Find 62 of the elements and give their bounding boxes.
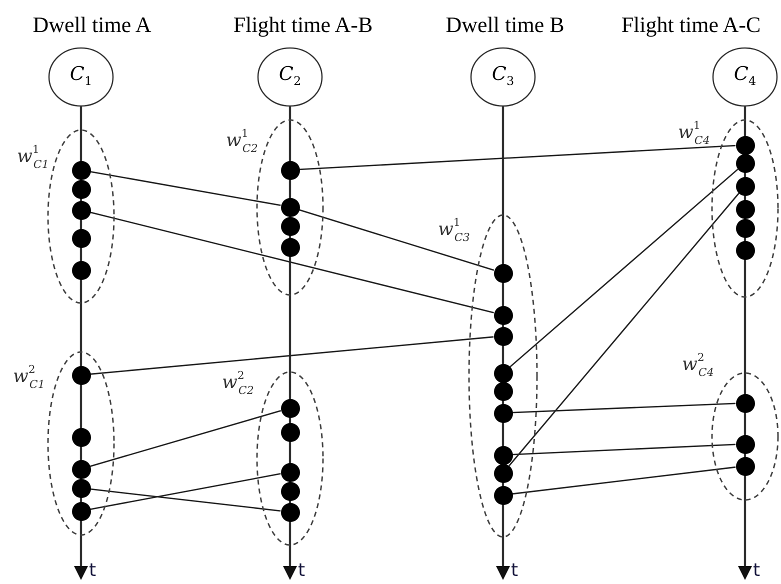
connector-line — [90, 488, 281, 512]
event-dot — [736, 456, 754, 476]
event-dot — [280, 398, 300, 418]
event-dot — [494, 446, 512, 464]
connector-line — [90, 170, 281, 206]
axis-label: t — [753, 560, 760, 581]
node-label: C$_{3}$ — [490, 63, 516, 88]
column-heading: Flight time A-B — [232, 12, 374, 38]
event-dot — [72, 502, 90, 520]
event-dot — [494, 464, 512, 482]
event-dot — [280, 482, 300, 500]
event-dot — [736, 176, 754, 196]
event-dot — [280, 238, 300, 256]
event-dot — [736, 434, 754, 454]
event-dot — [72, 180, 90, 198]
axis-label: t — [298, 560, 306, 581]
event-dot — [736, 136, 754, 154]
node-label: C$_{4}$ — [732, 63, 758, 88]
connector-line — [90, 212, 494, 314]
event-dot — [72, 200, 90, 220]
event-dot — [736, 240, 754, 260]
event-dot — [736, 200, 754, 218]
connector-line — [510, 168, 738, 368]
connector-line — [512, 402, 736, 414]
connector-line — [512, 466, 736, 495]
event-dot — [280, 502, 300, 522]
event-dot — [72, 228, 90, 248]
connector-line — [508, 192, 740, 466]
event-dot — [494, 404, 512, 422]
event-dot — [72, 260, 90, 280]
connector-line — [90, 473, 281, 510]
event-dot — [736, 154, 754, 172]
event-dot — [280, 160, 300, 180]
event-dot — [736, 394, 754, 412]
connector-line — [90, 410, 282, 468]
event-dot — [72, 460, 90, 478]
event-dot — [494, 486, 512, 504]
axis-label: t — [89, 560, 96, 581]
event-dot — [72, 428, 90, 446]
axis-label: t — [511, 560, 518, 581]
event-dot — [72, 160, 90, 180]
column-heading: Dwell time A — [32, 12, 152, 38]
event-dot — [280, 198, 300, 216]
column-heading: Flight time A-C — [620, 12, 762, 38]
event-dot — [494, 364, 512, 382]
event-dot — [72, 366, 90, 384]
connector-line — [299, 144, 736, 170]
event-dot — [494, 382, 512, 400]
event-dot — [280, 216, 300, 236]
connector-line — [298, 209, 494, 271]
event-dot — [736, 218, 754, 238]
event-dot — [494, 264, 512, 282]
event-dot — [494, 306, 512, 324]
event-dot — [280, 422, 300, 442]
connector-line — [90, 336, 494, 375]
node-label: C$_{2}$ — [278, 63, 302, 88]
node-label: C$_{1}$ — [68, 63, 94, 88]
column-heading: Dwell time B — [444, 12, 566, 38]
event-dot — [280, 462, 300, 482]
event-dot — [494, 326, 512, 346]
event-dot — [72, 478, 90, 498]
connector-line — [512, 444, 736, 456]
